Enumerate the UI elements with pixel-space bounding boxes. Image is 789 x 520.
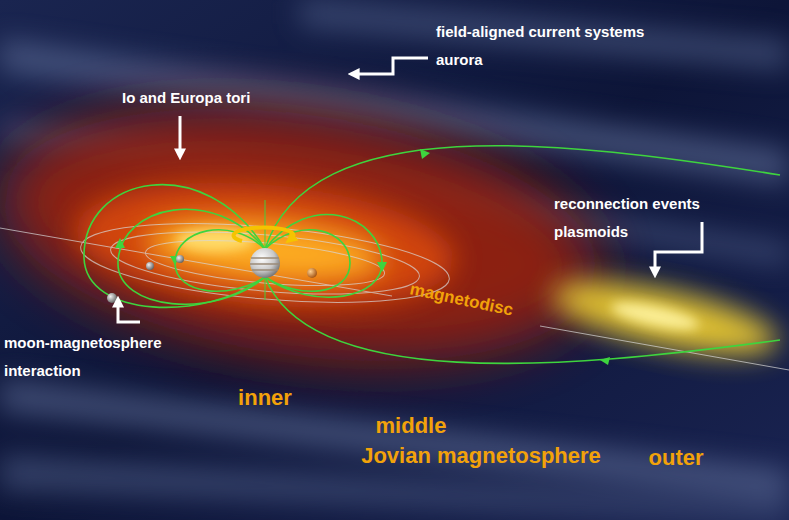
plasma-glow [0, 74, 783, 395]
equator-line [0, 228, 392, 296]
callout-arrow [655, 222, 702, 270]
callout-arrow [118, 304, 140, 322]
outer-glow [0, 74, 614, 395]
field-arrow [420, 149, 430, 159]
moon [176, 255, 184, 263]
jupiter-bands [250, 258, 280, 270]
region-label: Jovian magnetosphere [361, 443, 601, 469]
region-label: outer [649, 445, 704, 471]
moon [307, 268, 317, 278]
callout-arrow [356, 58, 428, 74]
jupiter [250, 248, 280, 278]
moon [146, 262, 154, 270]
field-line [265, 277, 780, 363]
field-arrow [600, 357, 610, 365]
field-lines [84, 146, 780, 364]
region-label: inner [238, 385, 292, 411]
callout-label: field-aligned current systems aurora [436, 18, 671, 74]
callout-label: reconnection events plasmoids [554, 190, 719, 246]
field-line [84, 185, 265, 308]
equator-line [540, 326, 789, 370]
field-arrow [377, 262, 387, 272]
callout-arrow [179, 116, 182, 152]
bodies [107, 227, 317, 303]
callout-arrows [118, 58, 702, 322]
disc-glow [70, 169, 459, 322]
callout-label: moon-magnetosphere interaction [4, 329, 179, 385]
field-arrows [115, 149, 610, 365]
callout-label: Io and Europa tori [122, 84, 250, 112]
moon [107, 293, 117, 303]
field-line [264, 277, 266, 300]
field-arrow [115, 238, 125, 248]
region-label: middle [376, 413, 447, 439]
field-line [264, 200, 266, 249]
plasmoid-core [609, 297, 701, 335]
orbit [78, 211, 453, 315]
region-label: magnetodisc [407, 278, 514, 321]
field-line [265, 215, 382, 298]
rotation-arrow [234, 227, 294, 241]
